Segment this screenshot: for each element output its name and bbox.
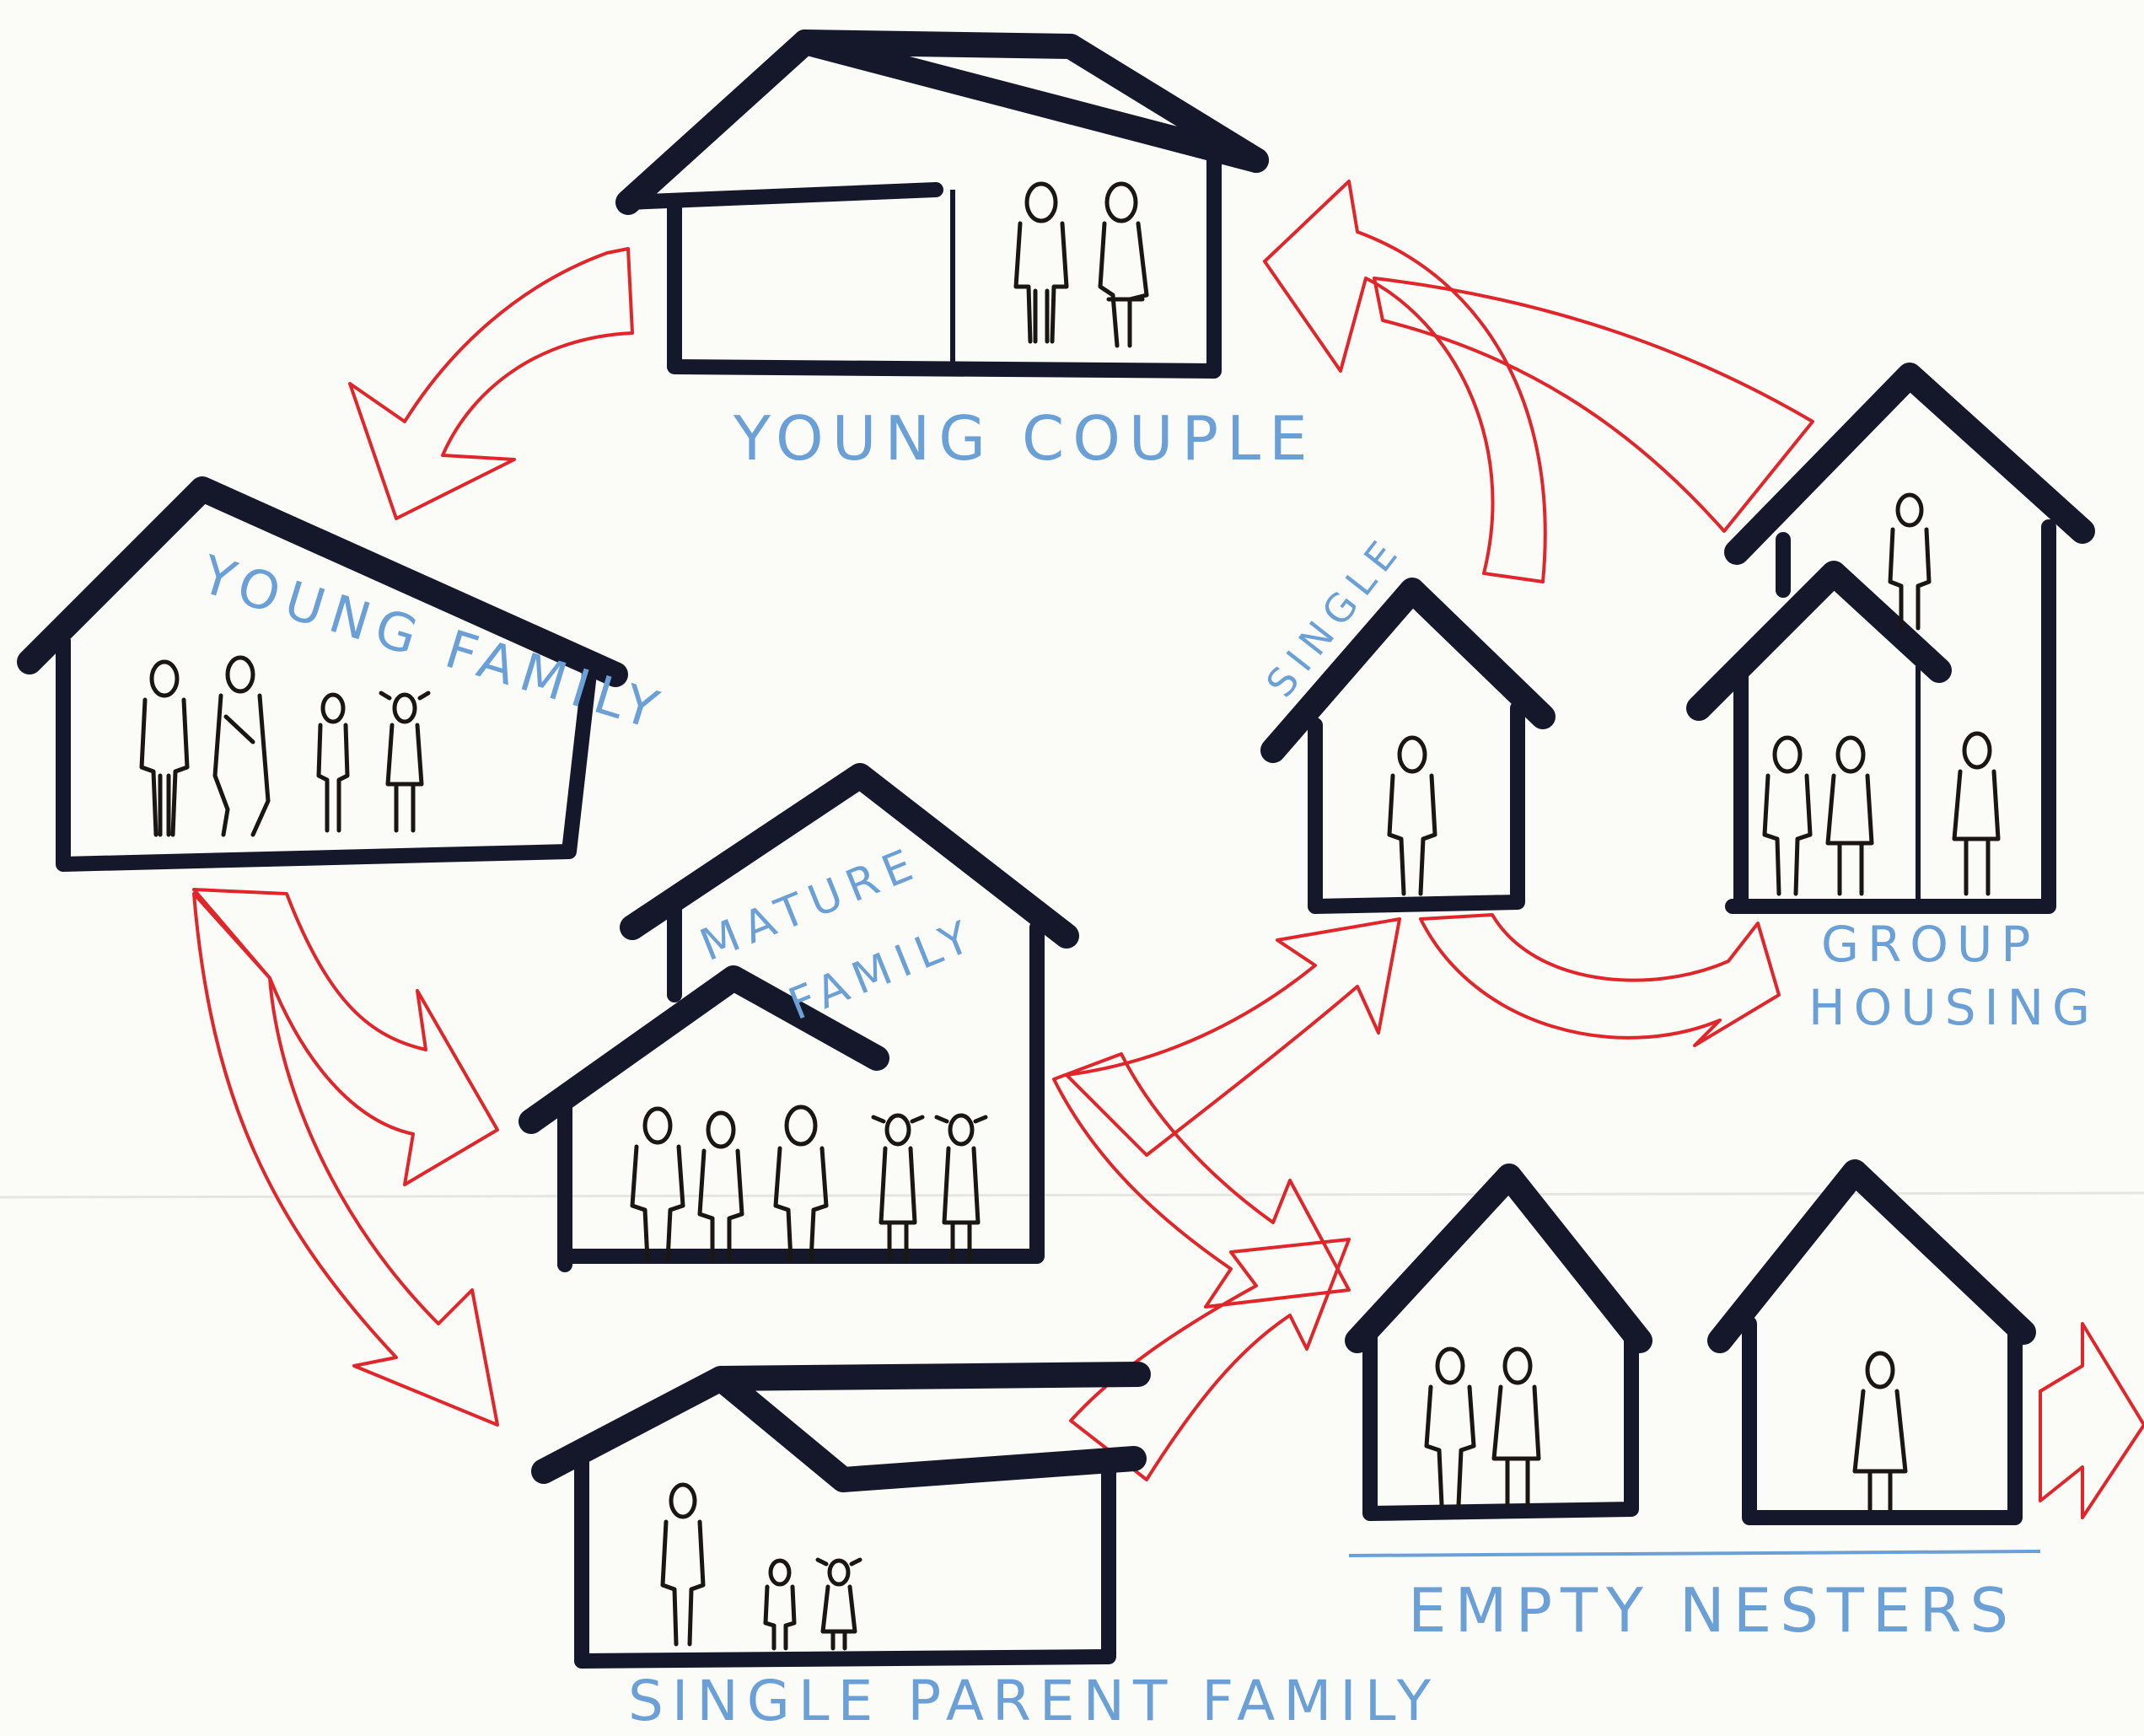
- figures: [139, 181, 2001, 1651]
- person-single-parent-adult: [660, 1482, 706, 1647]
- group-housing-front-roof: [1686, 561, 1952, 721]
- person-young-family-boy: [316, 692, 350, 833]
- arrow-mature-family-to-single: [1065, 917, 1401, 1157]
- empty-nesters-couple-roof: [1345, 1164, 1652, 1353]
- young-couple-eave: [621, 182, 943, 210]
- house-mature-family: [519, 763, 1079, 1272]
- arrow-young-family-to-single-parent: [192, 892, 499, 1427]
- arrow-young-family-to-mature-family: [192, 888, 499, 1186]
- label-group-housing-line2: HOUSING: [1808, 979, 2098, 1036]
- single-parent-roof: [708, 1366, 1147, 1492]
- person-single-parent-child-2: [815, 1557, 862, 1651]
- paper-fold-line: [0, 1191, 2144, 1199]
- single-parent-walls: [574, 1455, 1116, 1669]
- young-family-roof: [17, 476, 628, 687]
- arrow-mature-family-to-empty-nesters: [1052, 1052, 1351, 1309]
- young-couple-roof-ridge: [793, 30, 1269, 173]
- house-empty-nesters-couple: [1345, 1164, 1652, 1521]
- person-young-family-father: [139, 659, 190, 837]
- person-single: [1387, 735, 1437, 896]
- person-young-couple-man: [1013, 181, 1069, 344]
- empty-nesters-single-walls: [1742, 1316, 2023, 1525]
- person-group-housing-upper: [1888, 492, 1932, 631]
- empty-nesters-underline: [1348, 1550, 2041, 1557]
- person-empty-nesters-man: [1424, 1346, 1476, 1508]
- single-roof: [1260, 578, 1556, 763]
- flow-arrows: [192, 180, 2144, 1519]
- young-couple-walls: [667, 153, 1222, 379]
- label-empty-nesters: EMPTY NESTERS: [1408, 1575, 2017, 1646]
- person-mature-family-father: [630, 1106, 685, 1263]
- person-mature-family-girl-2: [934, 1113, 988, 1263]
- person-single-parent-child-1: [763, 1558, 797, 1651]
- person-group-housing-3: [1952, 731, 2001, 896]
- arrow-group-housing-to-young-couple: [1373, 277, 1814, 533]
- person-young-family-mother: [212, 655, 271, 837]
- arrow-single-to-group-housing: [1419, 913, 1781, 1047]
- empty-nesters-single-roof: [1707, 1159, 2036, 1353]
- house-young-couple: [615, 30, 1269, 379]
- arrow-empty-nesters-exit: [2039, 1322, 2144, 1519]
- house-single-parent-family: [531, 1362, 1151, 1669]
- group-housing-back-roof: [1724, 363, 2095, 565]
- person-empty-nesters-woman: [1491, 1346, 1541, 1508]
- house-empty-nesters-single: [1707, 1159, 2036, 1525]
- house-group-housing: [1686, 363, 2095, 914]
- person-mature-family-teen: [773, 1104, 829, 1263]
- mature-family-back-roof: [620, 763, 1079, 949]
- mature-family-front-roof: [519, 965, 889, 1134]
- arrow-young-couple-to-young-family: [348, 247, 634, 520]
- group-housing-back-walls: [1725, 519, 2056, 914]
- person-group-housing-1: [1762, 735, 1813, 896]
- person-empty-nesters-widow: [1852, 1351, 1908, 1512]
- person-group-housing-2: [1825, 735, 1874, 896]
- person-mature-family-mother: [697, 1110, 744, 1263]
- label-group-housing-line1: GROUP: [1821, 916, 2039, 973]
- label-single-parent-family: SINGLE PARENT FAMILY: [628, 1669, 1439, 1733]
- label-young-couple: YOUNG COUPLE: [733, 403, 1316, 474]
- young-family-walls: [56, 633, 598, 872]
- person-young-family-girl: [379, 691, 431, 833]
- person-mature-family-girl-1: [871, 1113, 925, 1263]
- single-walls: [1308, 701, 1525, 914]
- house-single: [1260, 578, 1556, 914]
- house-young-family: [17, 476, 628, 872]
- empty-nesters-couple-walls: [1362, 1325, 1639, 1521]
- person-young-couple-woman: [1098, 181, 1149, 348]
- arrow-single-to-young-couple: [1263, 180, 1547, 583]
